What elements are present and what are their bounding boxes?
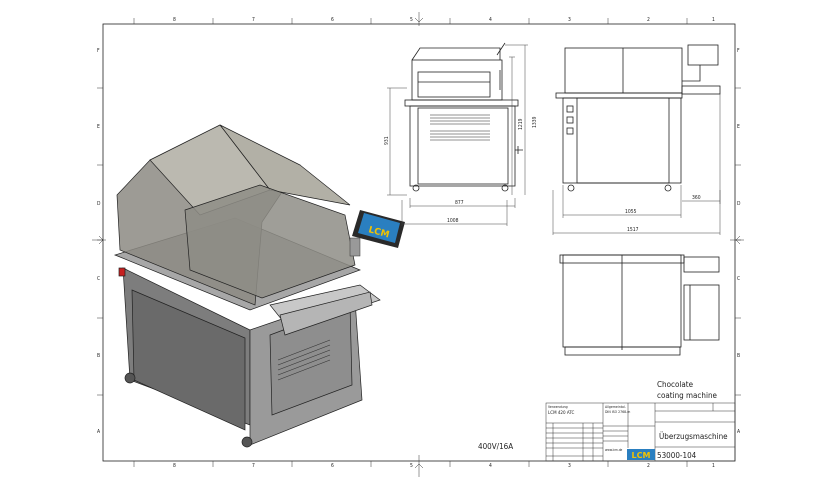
svg-text:F: F bbox=[737, 48, 740, 54]
tolerance-value: DIN ISO 2768-m bbox=[605, 410, 630, 414]
title-en-line2: coating machine bbox=[657, 391, 718, 400]
grid-ticks bbox=[92, 12, 744, 477]
grid-labels: 8 7 6 5 4 3 2 1 8 7 6 5 4 3 2 1 F E D C B A F E D C B A bbox=[97, 17, 741, 469]
svg-text:B: B bbox=[737, 353, 740, 359]
svg-text:7: 7 bbox=[252, 463, 255, 469]
svg-text:E: E bbox=[97, 124, 100, 130]
svg-text:4: 4 bbox=[489, 17, 492, 23]
svg-text:6: 6 bbox=[331, 17, 334, 23]
title-de: Überzugsmaschine bbox=[659, 431, 728, 441]
svg-text:5: 5 bbox=[410, 17, 413, 23]
svg-text:6: 6 bbox=[331, 463, 334, 469]
usage-value: LCM 420 ATC bbox=[548, 410, 574, 416]
svg-text:D: D bbox=[737, 201, 741, 207]
svg-text:1008: 1008 bbox=[447, 218, 459, 224]
touch-panel: LCM bbox=[349, 210, 405, 257]
front-view-dim-labels: 931 1219 1339 877 1008 bbox=[384, 116, 538, 224]
svg-text:A: A bbox=[97, 429, 101, 435]
tolerance-label: Allgemeintol. bbox=[605, 405, 626, 409]
svg-text:3: 3 bbox=[568, 463, 571, 469]
svg-text:8: 8 bbox=[173, 463, 176, 469]
website: www.lcm.de bbox=[605, 448, 623, 452]
side-view-dim-labels: 1055 360 1517 bbox=[625, 195, 701, 233]
svg-text:360: 360 bbox=[692, 195, 701, 201]
svg-text:1055: 1055 bbox=[625, 209, 637, 215]
svg-text:B: B bbox=[97, 353, 100, 359]
svg-text:931: 931 bbox=[384, 136, 390, 145]
svg-text:1517: 1517 bbox=[627, 227, 639, 233]
title-en-line1: Chocolate bbox=[657, 380, 694, 389]
svg-text:1339: 1339 bbox=[532, 116, 538, 128]
side-view bbox=[555, 44, 721, 192]
svg-text:C: C bbox=[737, 276, 740, 282]
svg-text:2: 2 bbox=[647, 17, 650, 23]
usage-label: Verwendung bbox=[548, 405, 568, 409]
front-view bbox=[404, 42, 523, 192]
svg-text:877: 877 bbox=[455, 200, 464, 206]
svg-text:7: 7 bbox=[252, 17, 255, 23]
svg-text:2: 2 bbox=[647, 463, 650, 469]
svg-text:C: C bbox=[97, 276, 100, 282]
svg-text:1: 1 bbox=[712, 17, 715, 23]
svg-text:8: 8 bbox=[173, 17, 176, 23]
front-view-dimensions bbox=[387, 44, 528, 226]
svg-text:4: 4 bbox=[489, 463, 492, 469]
svg-text:3: 3 bbox=[568, 17, 571, 23]
title-block: Chocolate coating machine Verwendung LCM… bbox=[545, 380, 736, 462]
svg-text:F: F bbox=[97, 48, 100, 54]
svg-text:1219: 1219 bbox=[518, 118, 524, 130]
power-spec: 400V/16A bbox=[478, 442, 513, 451]
svg-text:D: D bbox=[97, 201, 101, 207]
svg-text:A: A bbox=[737, 429, 741, 435]
svg-text:1: 1 bbox=[712, 463, 715, 469]
lcm-logo-text: LCM bbox=[632, 451, 651, 460]
svg-text:5: 5 bbox=[410, 463, 413, 469]
lcm-logo bbox=[627, 449, 655, 460]
side-view-dimensions bbox=[552, 94, 721, 235]
top-view bbox=[559, 254, 720, 356]
isometric-machine-view bbox=[113, 124, 381, 448]
drawing-number: 53000-104 bbox=[657, 451, 697, 460]
svg-text:E: E bbox=[737, 124, 740, 130]
